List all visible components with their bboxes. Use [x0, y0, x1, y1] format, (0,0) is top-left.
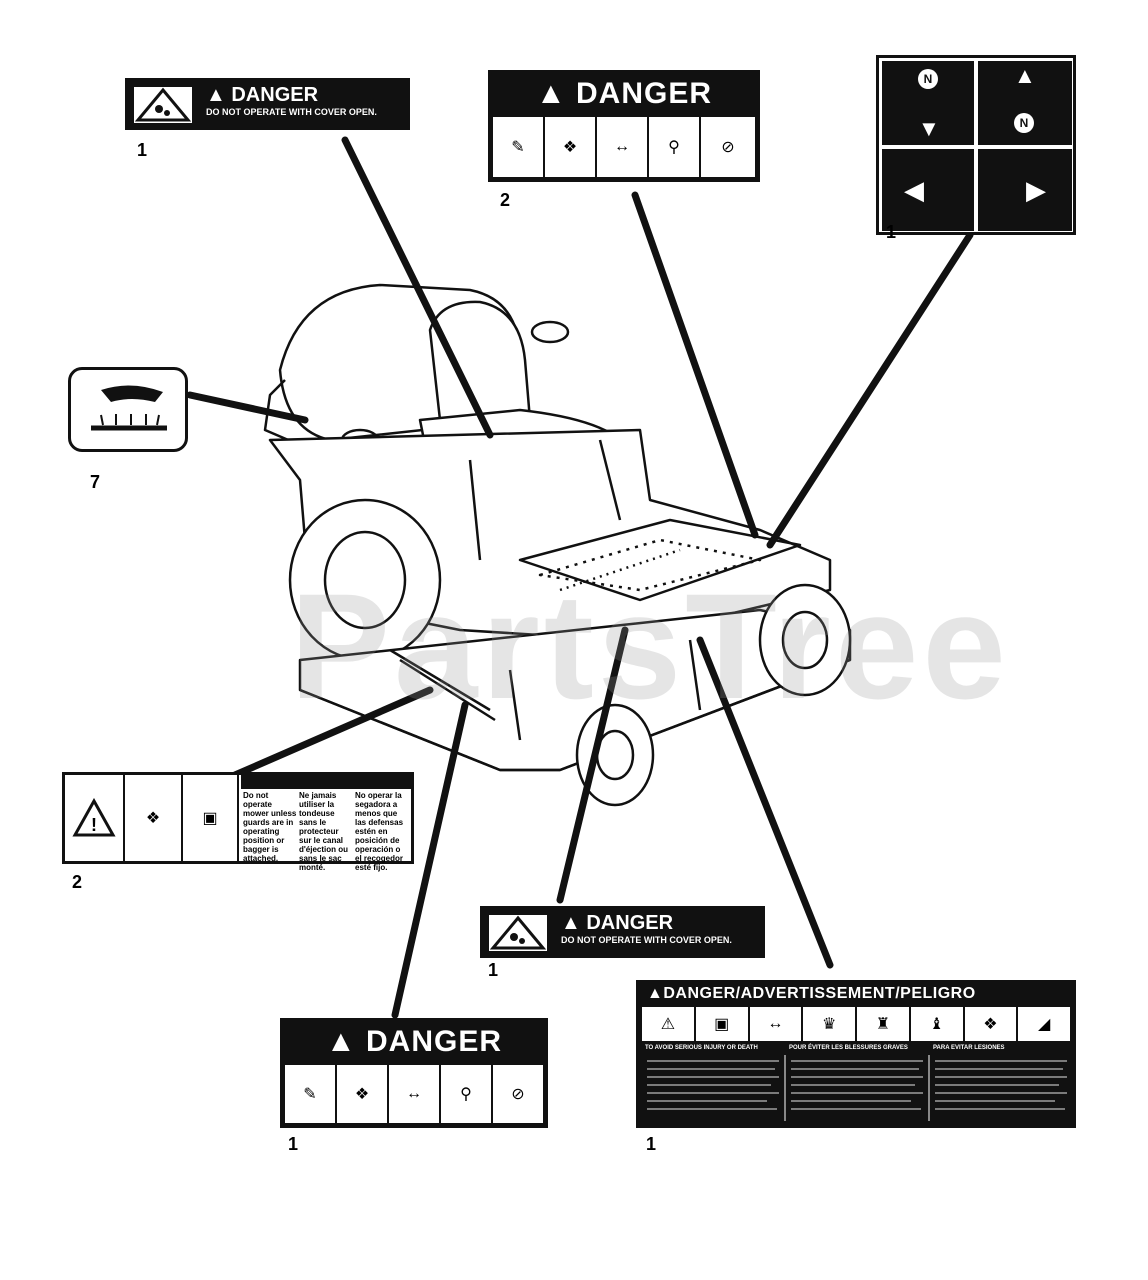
danger-text: DO NOT OPERATE WITH COVER OPEN. — [206, 107, 377, 117]
decal-danger-large-top: ▲ DANGER ✎ ❖ ↔ ⚲ ⊘ — [488, 70, 760, 182]
read-manual-icon: ▣ — [695, 1007, 748, 1041]
danger-title: ▲ DANGER — [561, 912, 674, 934]
decal-shield-warning: ! ❖ ▣ Do not operate mower unless guards… — [62, 772, 414, 872]
remove-key-icon: ⚲ — [439, 1063, 493, 1125]
tri-language-title: ▲DANGER/ADVERTISSEMENT/PELIGRO — [647, 985, 976, 1002]
keep-distance-icon: ↔ — [595, 115, 649, 179]
svg-text:!: ! — [91, 815, 97, 835]
hot-surface-icon — [91, 385, 167, 431]
arrow-right-icon: ▶ — [1026, 175, 1046, 205]
decal-danger-cover-mid: ▲ DANGER DO NOT OPERATE WITH COVER OPEN. — [480, 906, 765, 958]
decal-danger-large-bottom: ▲ DANGER ✎ ❖ ↔ ⚲ ⊘ — [280, 1018, 548, 1128]
callout-1-bottom-left: 1 — [288, 1134, 299, 1154]
decal-tri-language: ▲DANGER/ADVERTISSEMENT/PELIGRO ⚠ ▣ ↔ ♛ ♜… — [636, 980, 1076, 1128]
callout-2-top: 2 — [500, 190, 511, 210]
no-step-icon: ⊘ — [699, 115, 757, 179]
rider-children-icon: ♜ — [857, 1007, 909, 1041]
quadrant-neutral-rev: N ▼ — [882, 61, 974, 145]
tri-language-icon-row: ⚠ ▣ ↔ ♛ ♜ ♝ ❖ ◢ — [642, 1007, 1070, 1041]
warning-banner — [241, 775, 411, 789]
callout-1-motion: 1 — [886, 222, 897, 242]
read-manual-icon: ✎ — [283, 1063, 337, 1125]
quadrant-turn-left: ◀ — [882, 149, 974, 231]
tri-language-col-fr: POUR ÉVITER LES BLESSURES GRAVES — [789, 1045, 908, 1051]
keep-distance-icon: ↔ — [387, 1063, 441, 1125]
decal-danger-cover-top: ▲ DANGER DO NOT OPERATE WITH COVER OPEN. — [125, 78, 410, 130]
callout-1-mid: 1 — [488, 960, 499, 980]
quadrant-turn-right: ▶ — [978, 149, 1072, 231]
belt-hazard-icon — [132, 85, 194, 125]
rider-reverse-icon: ♝ — [910, 1007, 963, 1041]
warning-text-fr: Ne jamais utiliser la tondeuse sans le p… — [299, 791, 349, 872]
quadrant-forward: ▲ N — [978, 61, 1072, 145]
callout-7: 7 — [90, 472, 101, 492]
arrow-up-icon: ▲ — [1014, 63, 1036, 88]
decal-motion-control: N ▼ ▲ N ◀ ▶ — [876, 55, 1076, 235]
callout-1-top: 1 — [137, 140, 148, 160]
bagger-icon: ▣ — [183, 775, 239, 861]
warning-text-en: Do not operate mower unless guards are i… — [243, 791, 297, 863]
warning-triangle-icon: ! — [65, 775, 125, 861]
belt-hazard-icon — [487, 913, 549, 953]
tri-language-col-en: TO AVOID SERIOUS INJURY OR DEATH — [645, 1045, 758, 1051]
arrow-down-icon: ▼ — [918, 116, 940, 141]
warning-text-es: No operar la segadora a menos que las de… — [355, 791, 404, 872]
callout-1-bottom-right: 1 — [646, 1134, 657, 1154]
danger-banner: ▲ DANGER — [491, 73, 757, 115]
tri-language-text-lines — [647, 1055, 1067, 1121]
arrow-left-icon: ◀ — [904, 175, 924, 205]
thrown-object-icon: ❖ — [125, 775, 183, 861]
remove-key-icon: ⚲ — [647, 115, 701, 179]
keep-distance-icon: ↔ — [749, 1007, 802, 1041]
danger-banner: ▲ DANGER — [283, 1021, 545, 1063]
read-manual-icon: ✎ — [491, 115, 545, 179]
danger-title: ▲ DANGER — [206, 84, 319, 106]
rider-icon: ♛ — [803, 1007, 855, 1041]
thrown-object-icon: ❖ — [543, 115, 597, 179]
no-step-icon: ⊘ — [491, 1063, 545, 1125]
warning-triangle-icon: ⚠ — [642, 1007, 694, 1041]
watermark: PartsTree — [290, 562, 1010, 730]
thrown-object-icon: ❖ — [964, 1007, 1017, 1041]
danger-text: DO NOT OPERATE WITH COVER OPEN. — [561, 935, 732, 945]
decal-hot-surface — [68, 367, 188, 452]
slope-icon: ◢ — [1018, 1007, 1070, 1041]
callout-2-lower: 2 — [72, 872, 83, 892]
thrown-object-icon: ❖ — [335, 1063, 389, 1125]
tri-language-col-es: PARA EVITAR LESIONES — [933, 1045, 1005, 1051]
